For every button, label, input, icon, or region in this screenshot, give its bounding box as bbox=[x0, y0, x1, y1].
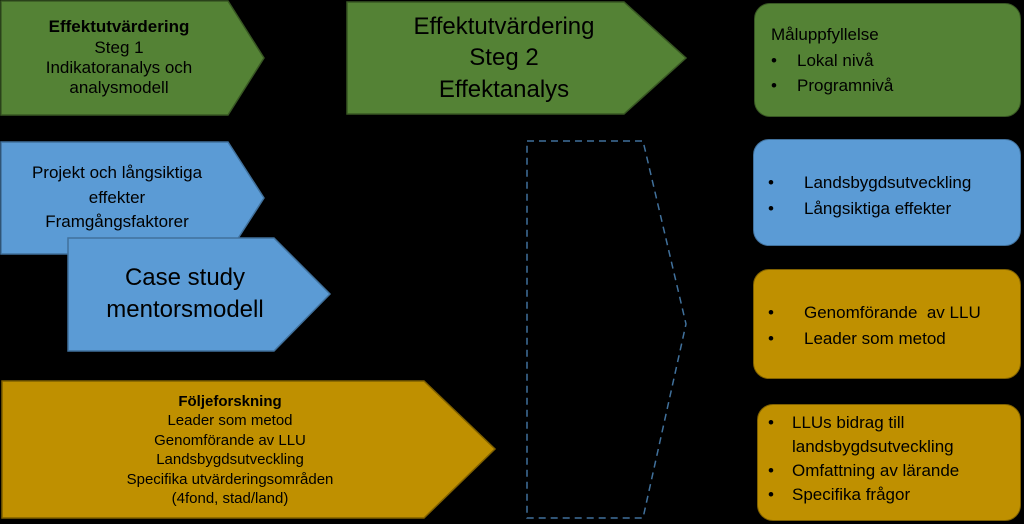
step2-label: Effektutvärdering Steg 2 Effektanalys bbox=[354, 8, 654, 108]
step1-line: Indikatoranalys och bbox=[45, 58, 193, 77]
foljeforskning-line: Specifika utvärderingsområden bbox=[126, 470, 334, 488]
goal-fulfilment-title: Måluppfyllelse bbox=[771, 25, 879, 44]
result-box-learning: LLUs bidrag till landsbygdsutveckling Om… bbox=[757, 404, 1021, 521]
learning-item: LLUs bidrag till landsbygdsutveckling bbox=[768, 411, 1012, 459]
result-box-goal-fulfilment: Måluppfyllelse Lokal nivå Programnivå bbox=[754, 3, 1021, 117]
implementation-list: Genomförande av LLU Leader som metod bbox=[768, 300, 1020, 351]
goal-fulfilment-item: Programnivå bbox=[771, 73, 1020, 99]
foljeforskning-title: Följeforskning bbox=[178, 392, 282, 410]
learning-item: Omfattning av lärande bbox=[768, 459, 1012, 483]
rural-development-item: Landsbygdsutveckling bbox=[768, 170, 1020, 196]
foljeforskning-line: (4fond, stad/land) bbox=[171, 490, 289, 507]
implementation-item: Genomförande av LLU bbox=[768, 300, 1020, 326]
projects-line: effekter bbox=[88, 187, 146, 207]
rural-development-list: Landsbygdsutveckling Långsiktiga effekte… bbox=[768, 170, 1020, 221]
step1-label: Effektutvärdering Steg 1 Indikatoranalys… bbox=[8, 8, 230, 108]
goal-fulfilment-list: Lokal nivå Programnivå bbox=[771, 48, 1020, 99]
step1-line: Steg 1 bbox=[94, 37, 144, 57]
projects-arrow bbox=[0, 141, 265, 255]
step1-title: Effektutvärdering bbox=[48, 17, 190, 37]
case-study-arrow bbox=[67, 237, 332, 352]
step2-line: Steg 2 bbox=[469, 44, 539, 72]
foljeforskning-line: Landsbygdsutveckling bbox=[156, 451, 304, 468]
projects-label: Projekt och långsiktiga effekter Framgån… bbox=[6, 150, 228, 246]
foljeforskning-line: Leader som metod bbox=[167, 412, 293, 429]
dashed-chevron-outline bbox=[526, 140, 687, 519]
foljeforskning-label: Följeforskning Leader som metod Genomför… bbox=[40, 384, 420, 516]
step2-line: Effektutvärdering bbox=[413, 13, 595, 41]
foljeforskning-line: Genomförande av LLU bbox=[154, 431, 306, 449]
step2-arrow bbox=[346, 1, 688, 115]
result-box-implementation: Genomförande av LLU Leader som metod bbox=[753, 269, 1021, 379]
case-study-line: mentorsmodell bbox=[106, 296, 264, 323]
learning-item: Specifika frågor bbox=[768, 483, 1012, 507]
case-study-line: Case study bbox=[124, 263, 246, 291]
foljeforskning-arrow bbox=[1, 380, 497, 519]
learning-list: LLUs bidrag till landsbygdsutveckling Om… bbox=[768, 411, 1012, 508]
rural-development-item: Långsiktiga effekter bbox=[768, 196, 1020, 222]
step1-line: analysmodell bbox=[69, 78, 169, 98]
projects-line: Projekt och långsiktiga bbox=[31, 163, 203, 183]
case-study-label: Case study mentorsmodell bbox=[74, 246, 296, 342]
implementation-item: Leader som metod bbox=[768, 326, 1020, 352]
result-box-rural-development: Landsbygdsutveckling Långsiktiga effekte… bbox=[753, 139, 1021, 246]
step1-arrow bbox=[0, 0, 265, 116]
goal-fulfilment-item: Lokal nivå bbox=[771, 48, 1020, 74]
step2-line: Effektanalys bbox=[438, 75, 570, 103]
projects-line: Framgångsfaktorer bbox=[45, 212, 189, 232]
